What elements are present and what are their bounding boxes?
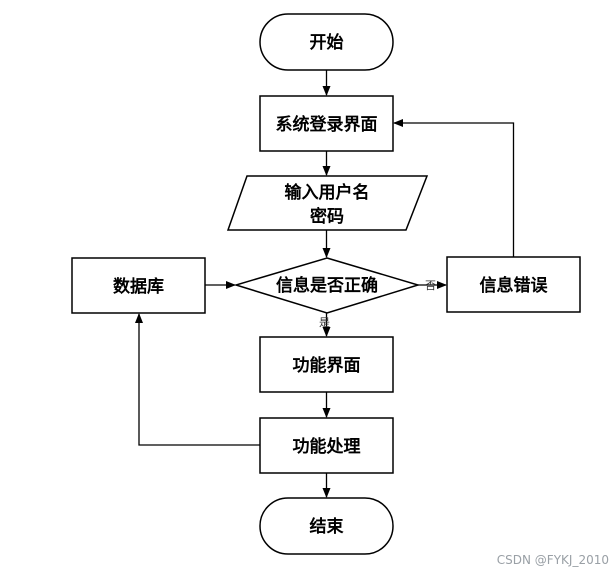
start-node: 开始 xyxy=(259,13,394,71)
database-label: 数据库 xyxy=(113,276,164,297)
edge-error-to-login xyxy=(393,119,515,257)
function-process-node: 功能处理 xyxy=(259,417,394,474)
input-credentials-label-line1: 输入用户名 xyxy=(285,182,370,203)
error-label: 信息错误 xyxy=(480,275,549,296)
edge-process-to-database xyxy=(135,313,260,446)
login-screen-label: 系统登录界面 xyxy=(276,114,378,135)
function-ui-label: 功能界面 xyxy=(293,355,361,376)
input-credentials-label-line2: 密码 xyxy=(310,206,344,227)
login-screen-node: 系统登录界面 xyxy=(259,95,394,152)
watermark: CSDN @FYKJ_2010 xyxy=(496,553,609,567)
edge-label-no: 否 xyxy=(425,279,436,292)
database-node: 数据库 xyxy=(71,257,206,314)
decision-label: 信息是否正确 xyxy=(276,275,378,296)
end-node: 结束 xyxy=(259,497,394,555)
function-ui-node: 功能界面 xyxy=(259,336,394,393)
end-label: 结束 xyxy=(310,516,344,537)
input-credentials-node: 输入用户名 密码 xyxy=(226,175,429,231)
error-node: 信息错误 xyxy=(446,256,581,313)
function-process-label: 功能处理 xyxy=(293,436,361,457)
edge-label-yes: 是 xyxy=(319,316,330,329)
start-label: 开始 xyxy=(310,32,344,53)
decision-node: 信息是否正确 xyxy=(233,257,421,314)
